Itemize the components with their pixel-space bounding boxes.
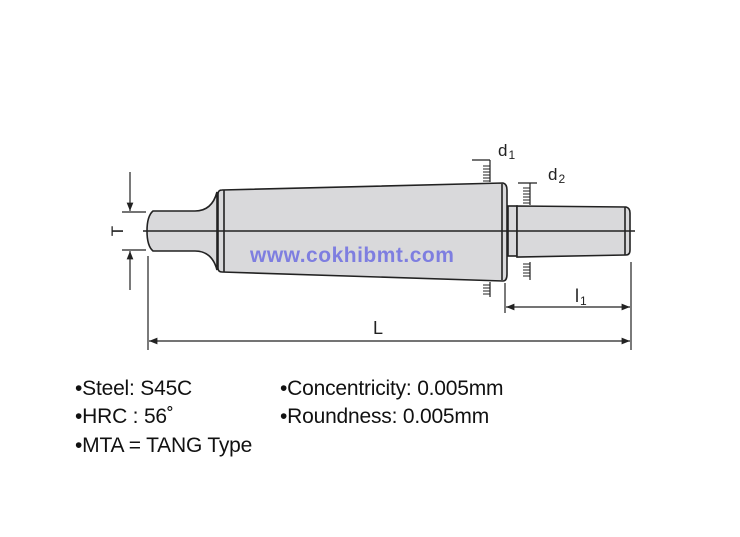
taper-body bbox=[217, 182, 508, 282]
arbor-body bbox=[146, 182, 631, 282]
label-L: L bbox=[373, 318, 383, 338]
spec-type: •MTA = TANG Type bbox=[75, 434, 253, 457]
watermark: www.cokhibmt.com bbox=[249, 244, 454, 267]
spec-hrc: •HRC : 56˚ bbox=[75, 405, 174, 428]
spec-steel: •Steel: S45C bbox=[75, 377, 193, 400]
label-l1: l1 bbox=[575, 286, 587, 308]
spec-roundness: •Roundness: 0.005mm bbox=[280, 405, 489, 428]
tolerance-ticks bbox=[483, 165, 530, 295]
label-d2: d2 bbox=[548, 165, 565, 186]
label-d1: d1 bbox=[498, 141, 515, 162]
spec-concentricity: •Concentricity: 0.005mm bbox=[280, 377, 504, 400]
label-T: T bbox=[108, 226, 127, 236]
